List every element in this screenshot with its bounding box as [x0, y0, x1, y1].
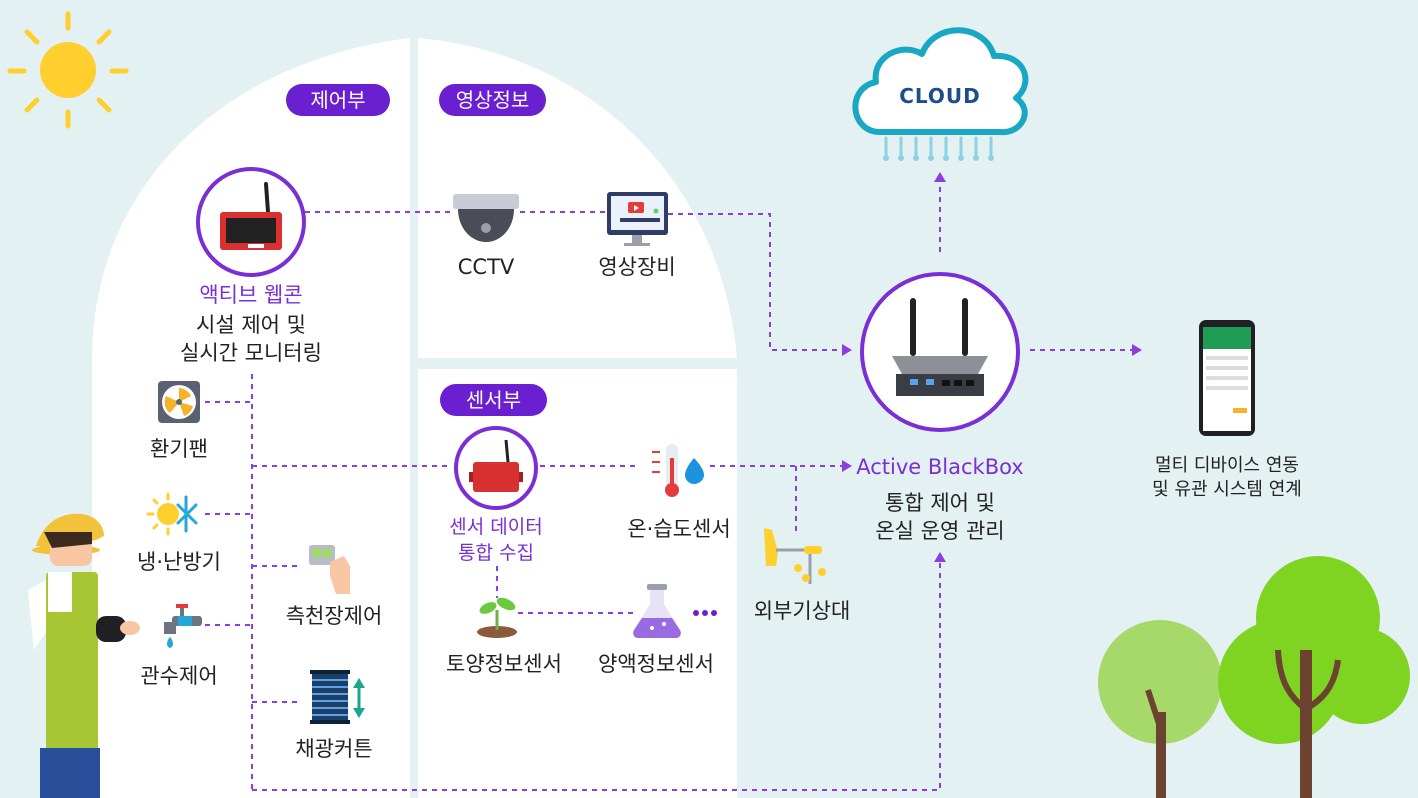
greenhouse-video-panel	[418, 38, 737, 358]
fan-label: 환기팬	[150, 437, 208, 461]
webcon-device-icon	[196, 167, 306, 277]
nutrient-sensor-label: 양액정보센서	[598, 652, 714, 676]
nutrient-flask-icon	[633, 584, 717, 638]
section-control-pill: 제어부	[286, 84, 390, 116]
blackbox-desc-line1: 통합 제어 및	[885, 491, 995, 515]
blackbox-device-icon	[860, 272, 1020, 432]
connector-lines	[205, 180, 1132, 791]
temp-humidity-label: 온·습도센서	[627, 517, 731, 541]
cctv-label: CCTV	[457, 255, 515, 279]
weather-station-label: 외부기상대	[753, 599, 851, 623]
soil-sensor-label: 토양정보센서	[446, 652, 562, 676]
farmer-figure	[28, 513, 140, 798]
cctv-icon	[453, 194, 519, 242]
trees-icon	[1098, 556, 1410, 798]
irrigation-label: 관수제어	[140, 664, 218, 688]
section-sensor-pill: 센서부	[440, 384, 547, 416]
side-window-label: 측천장제어	[285, 604, 383, 628]
thermometer-humidity-icon	[652, 444, 704, 497]
sensor-hub-line2: 통합 수집	[458, 542, 534, 564]
curtain-label: 채광커튼	[295, 737, 373, 761]
hvac-label: 냉·난방기	[137, 550, 221, 574]
section-video-pill: 영상정보	[439, 84, 546, 116]
side-window-control-icon	[309, 545, 350, 594]
heating-cooling-icon	[146, 492, 198, 536]
greenhouse-sensor-panel	[418, 369, 737, 798]
multi-device-line1: 멀티 디바이스 연동	[1155, 455, 1299, 476]
blackbox-desc-line2: 온실 운영 관리	[875, 519, 1005, 543]
multi-device-line2: 및 유관 시스템 연계	[1152, 479, 1302, 500]
soil-sprout-icon	[477, 597, 517, 638]
sensor-hub-device-icon	[454, 426, 538, 510]
smartphone-icon	[1199, 320, 1255, 436]
video-monitor-icon	[607, 192, 668, 246]
cloud-label: CLOUD	[899, 84, 981, 108]
curtain-icon	[310, 670, 365, 724]
faucet-icon	[164, 604, 202, 648]
webcon-desc-line1: 시설 제어 및	[196, 313, 306, 337]
sensor-hub-line1: 센서 데이터	[449, 516, 543, 538]
video-equipment-label: 영상장비	[598, 255, 676, 279]
connector-arrows	[842, 172, 1142, 562]
cloud-icon	[852, 27, 1029, 161]
sun-icon	[7, 11, 129, 129]
ventilation-fan-icon	[158, 381, 200, 423]
blackbox-title: Active BlackBox	[856, 455, 1024, 479]
webcon-title: 액티브 웹콘	[199, 283, 303, 307]
webcon-desc-line2: 실시간 모니터링	[180, 341, 322, 365]
weather-station-icon	[764, 528, 826, 584]
